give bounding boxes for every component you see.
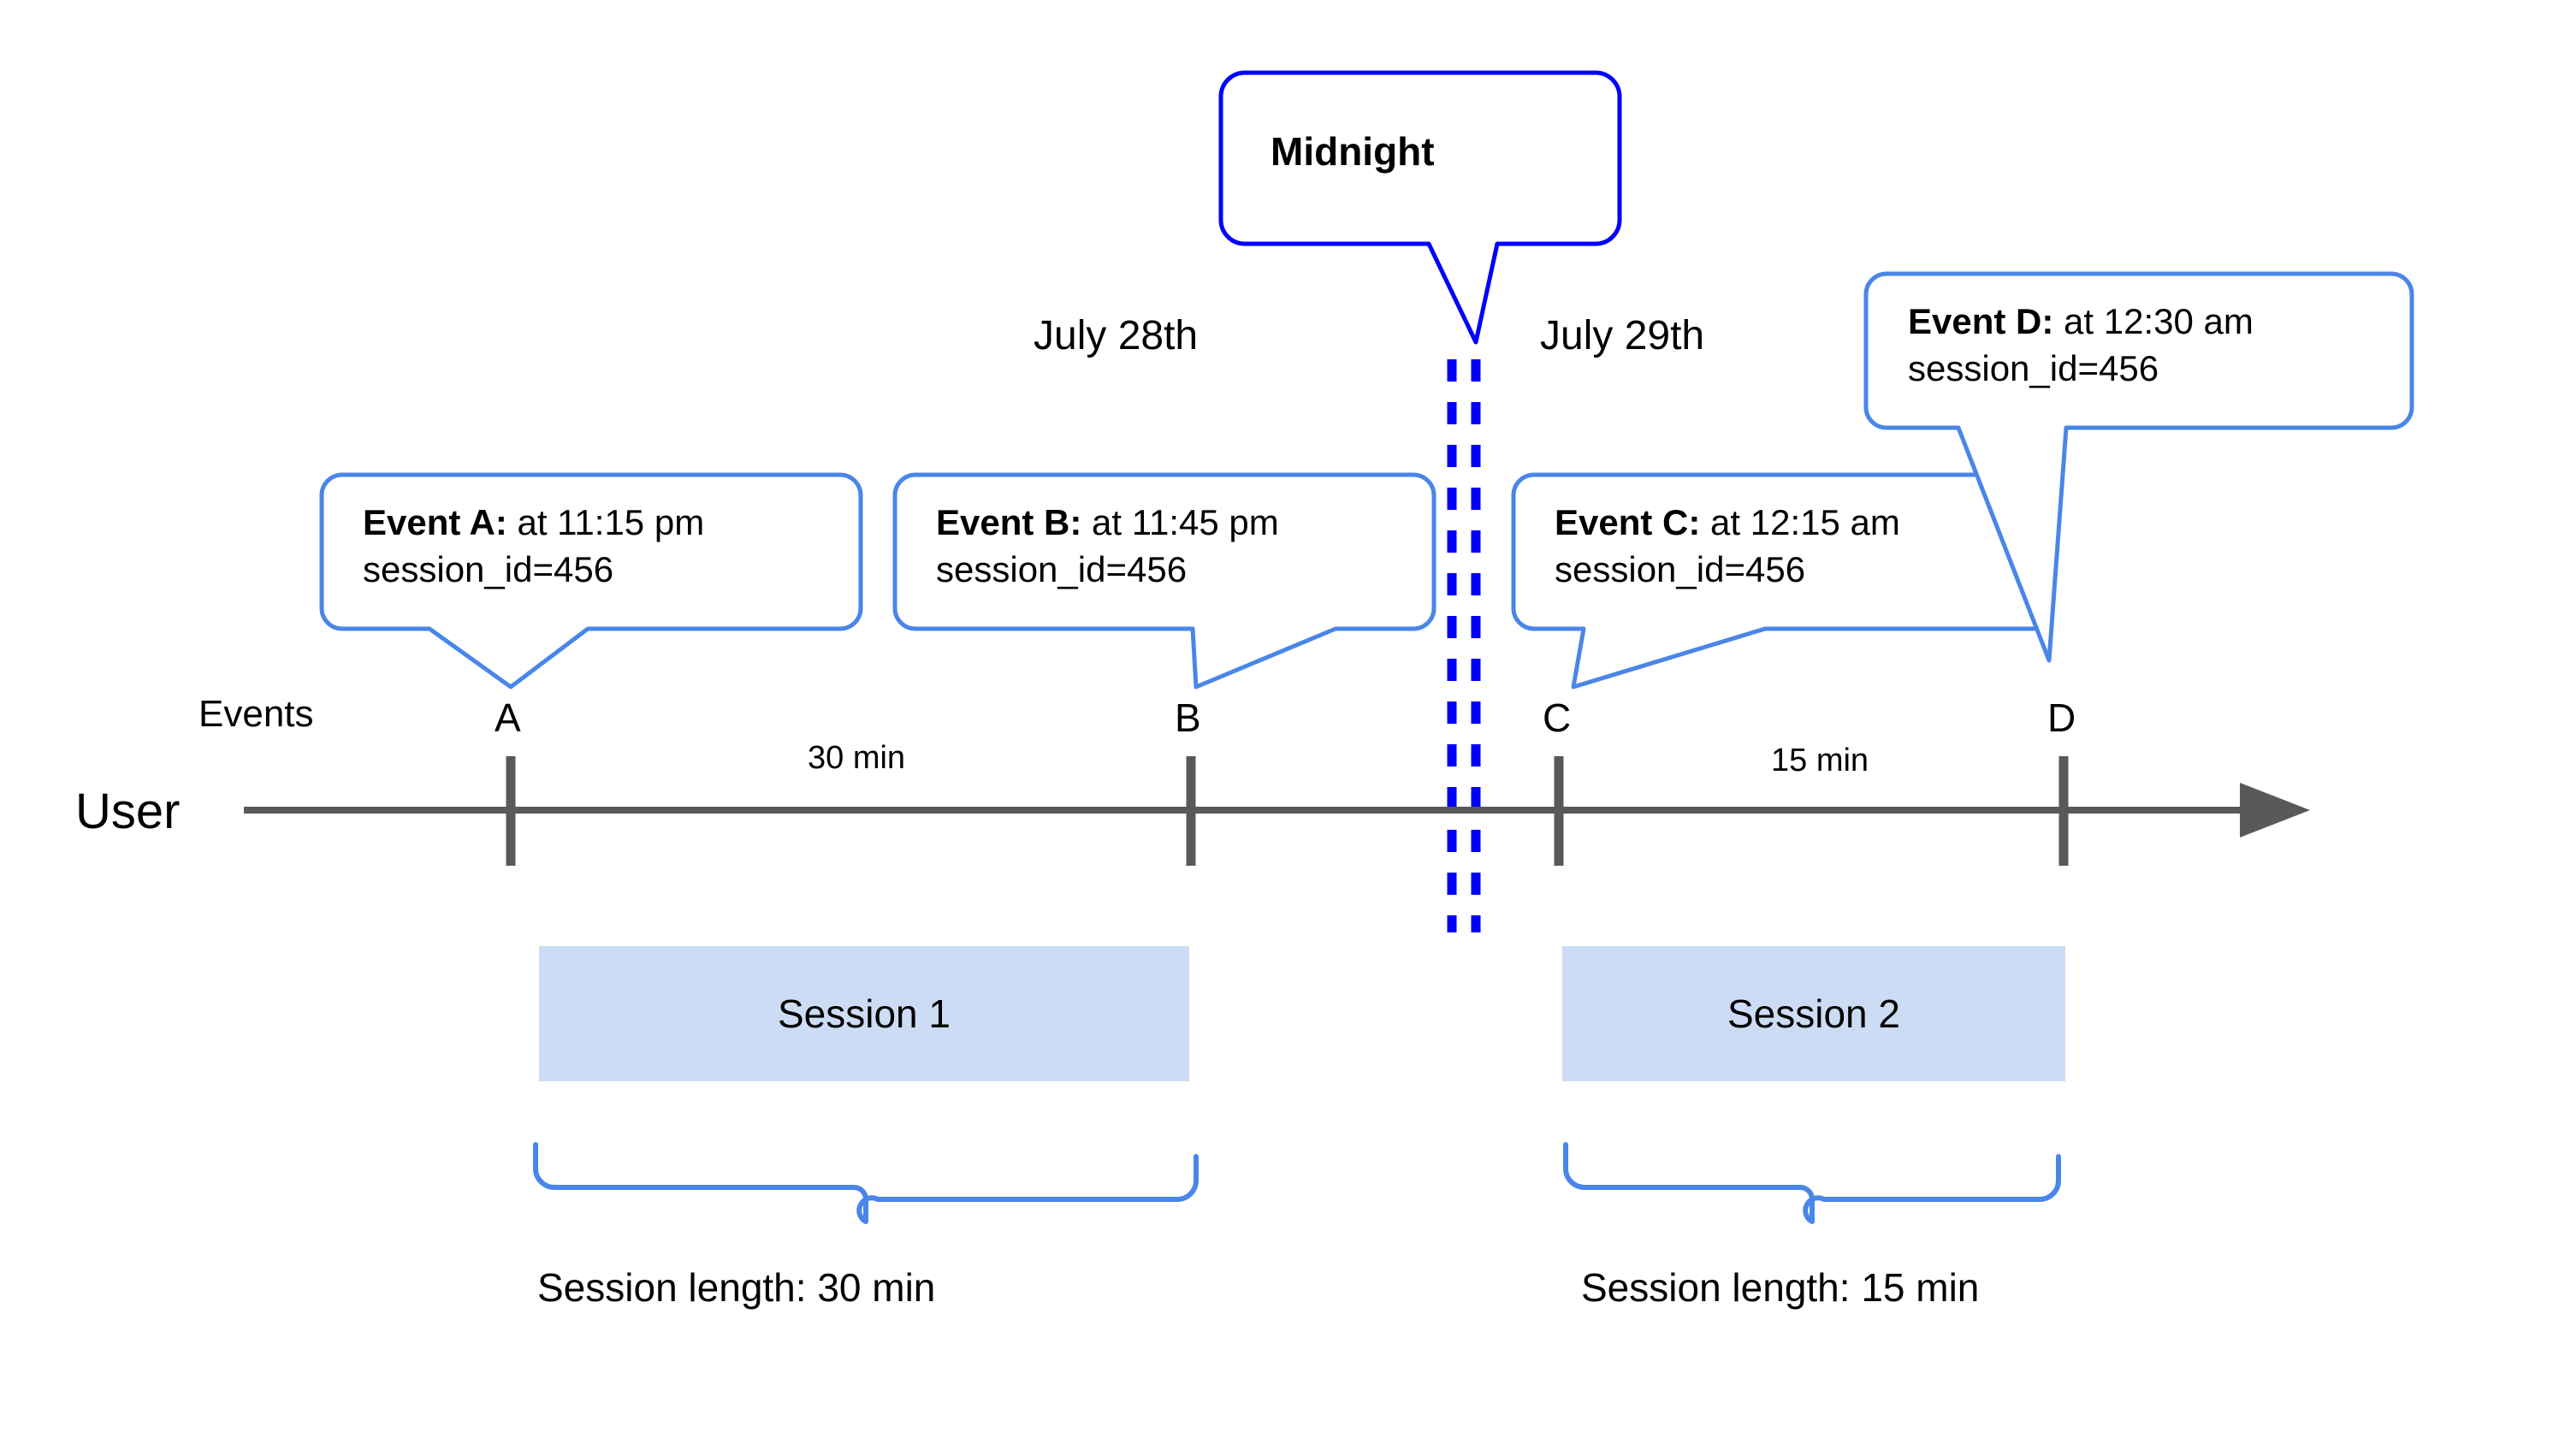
timeline-axis [244,783,2310,837]
date-label-july-29: July 29th [1540,313,1705,358]
event-d-time: at 12:30 am [2053,301,2254,341]
event-b-callout-text: Event B: at 11:45 pm session_id=456 [936,500,1424,593]
event-a-time: at 11:15 pm [506,502,705,542]
midnight-callout-shape [1218,70,1622,345]
event-d-callout-text: Event D: at 12:30 am session_id=456 [1908,299,2404,392]
timeline-tick-marks [506,756,2069,866]
event-b-detail: session_id=456 [936,548,1188,589]
event-c-time: at 12:15 am [1700,502,1900,542]
event-a-callout-shape [319,472,863,690]
midnight-label: Midnight [1271,129,1435,174]
session-2-box-label: Session 2 [1727,991,1900,1036]
tick-label-c: C [1543,695,1572,740]
session-2-brace [1563,1142,2061,1224]
event-d-callout-shape [1863,271,2414,663]
tick-label-a: A [495,695,521,740]
event-a-detail: session_id=456 [363,548,614,589]
tick-label-b: B [1175,695,1201,740]
event-c-name: Event C: [1555,502,1701,542]
session-1-length-label: Session length: 30 min [537,1265,936,1310]
event-b-name: Event B: [936,502,1082,542]
event-a-callout-text: Event A: at 11:15 pm session_id=456 [363,500,850,593]
event-d-detail: session_id=456 [1908,347,2159,388]
session-1-box-label: Session 1 [777,991,951,1036]
midnight-dashed-lines [1447,359,1481,932]
gap-label-30-min: 30 min [808,740,906,776]
event-b-callout-shape [892,472,1436,690]
event-d-name: Event D: [1908,301,2054,341]
row-label-user: User [75,784,181,839]
session-boxes [539,946,2065,1081]
event-b-time: at 11:45 pm [1081,502,1279,542]
row-label-events: Events [198,693,314,735]
session-2-length-label: Session length: 15 min [1581,1265,1980,1310]
event-c-detail: session_id=456 [1555,548,1806,589]
tick-label-d: D [2047,695,2076,740]
event-c-callout-text: Event C: at 12:15 am session_id=456 [1555,500,2042,593]
event-a-name: Event A: [363,502,507,542]
gap-label-15-min: 15 min [1771,743,1869,778]
date-label-july-28: July 28th [1034,313,1199,358]
session-1-brace [533,1142,1199,1224]
